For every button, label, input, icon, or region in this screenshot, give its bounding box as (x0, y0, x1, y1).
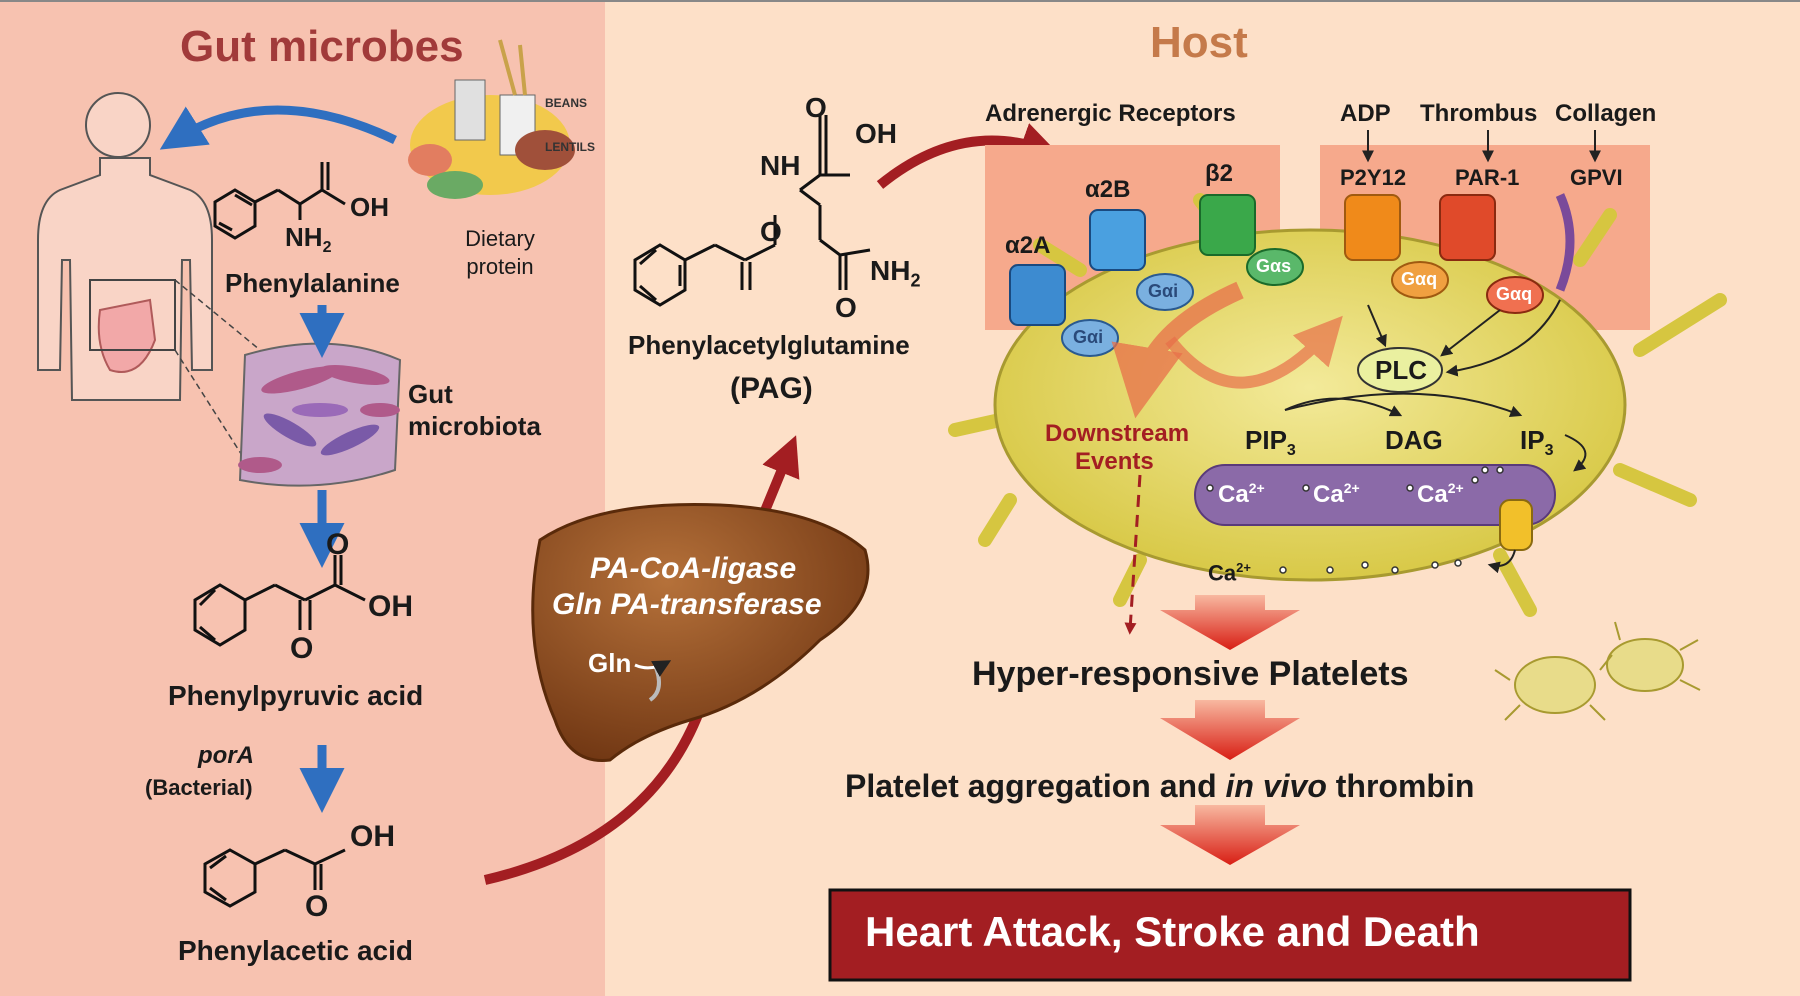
beans-label: BEANS (545, 96, 588, 110)
phe-oh: OH (350, 192, 389, 222)
gln-label: Gln (588, 648, 632, 678)
ppa-o1: O (290, 632, 314, 665)
pag-to-host-arrow (876, 123, 1061, 189)
pag-nh: NH (760, 150, 801, 181)
cytosol-ca: Ca2+ (1208, 560, 1251, 586)
receptor-b2-icon (1199, 194, 1256, 256)
g-protein-4-label: Gαq (1401, 269, 1438, 289)
pag-o2: O (760, 216, 782, 247)
enzyme2-label: Gln PA-transferase (552, 588, 822, 621)
par1-label: PAR-1 (1455, 165, 1520, 190)
gut-microbiota-label: Gut microbiota (408, 379, 541, 441)
receptor-a2b-icon (1089, 209, 1146, 271)
host-title: Host (1150, 18, 1248, 67)
er-ca-2: Ca2+ (1313, 480, 1360, 508)
pag-oh: OH (855, 118, 897, 149)
ppa-oh: OH (368, 590, 413, 623)
downstream-label: Downstream (1045, 420, 1190, 447)
human-body-icon (37, 92, 213, 401)
events-label: Events (1075, 448, 1154, 475)
adrenergic-receptors-label: Adrenergic Receptors (985, 100, 1236, 127)
g-protein-5-label: Gαq (1496, 284, 1533, 304)
plc-node (1357, 347, 1443, 393)
enzyme1-label: PA-CoA-ligase (590, 552, 797, 585)
er-ca-3: Ca2+ (1417, 480, 1464, 508)
activated-platelets-icon (1494, 621, 1701, 721)
ppa-o2: O (326, 528, 350, 561)
receptor-a2a-label: α2A (1005, 232, 1051, 259)
liver-icon (531, 502, 870, 762)
phe-nh2: NH2 (285, 222, 332, 257)
phenylacetic-structure (203, 848, 346, 908)
receptor-p2y12-icon (1344, 194, 1401, 261)
pag-o3: O (835, 292, 857, 323)
lentils-label: LENTILS (545, 140, 595, 154)
outcome-box (828, 888, 1632, 982)
phenylalanine-label: Phenylalanine (225, 268, 400, 298)
receptor-gpvi-icon (1555, 193, 1575, 292)
calcium-dots (1206, 466, 1504, 574)
pip3-label: PIP3 (1245, 425, 1296, 460)
plc-label: PLC (1375, 355, 1427, 385)
g-protein-5 (1486, 276, 1544, 314)
g-protein-1-label: Gαi (1073, 327, 1104, 347)
g-protein-2 (1136, 273, 1194, 311)
paa-oh: OH (350, 820, 395, 853)
down-arrow-3 (1160, 805, 1300, 865)
dag-label: DAG (1385, 425, 1443, 455)
g-protein-2-label: Gαi (1148, 281, 1179, 301)
receptor-par1-icon (1439, 194, 1496, 261)
p2y12-label: P2Y12 (1340, 165, 1407, 190)
phenylpyruvic-acid-label: Phenylpyruvic acid (168, 680, 424, 711)
g-protein-3 (1246, 248, 1304, 286)
g-protein-4 (1391, 261, 1449, 299)
aggregation-label: Platelet aggregation and in vivo thrombi… (845, 768, 1475, 804)
pag-o: O (805, 92, 827, 123)
receptor-a2b-label: α2B (1085, 176, 1131, 203)
gpvi-label: GPVI (1570, 165, 1623, 190)
g-protein-1 (1061, 319, 1119, 357)
dietary-protein-label: Dietary protein (465, 226, 535, 279)
collagen-label: Collagen (1555, 100, 1657, 127)
down-arrow-2 (1160, 700, 1300, 760)
downstream-arrow (1124, 474, 1142, 635)
diet-arrow (159, 105, 397, 150)
outcome-label: Heart Attack, Stroke and Death (865, 908, 1480, 955)
phenylpyruvic-structure (193, 555, 366, 647)
ip3-label: IP3 (1520, 425, 1554, 460)
pag-abbrev: (PAG) (730, 372, 813, 405)
gut-microbiota-icon (238, 342, 402, 487)
pag-name: Phenylacetylglutamine (628, 330, 910, 360)
thrombus-label: Thrombus (1420, 100, 1538, 127)
gut-microbes-title: Gut microbes (180, 22, 464, 71)
receptor-b2-label: β2 (1205, 160, 1233, 187)
dietary-protein-icon (408, 39, 575, 199)
g-protein-3-label: Gαs (1256, 256, 1292, 276)
pag-structure (633, 115, 871, 307)
adp-label: ADP (1340, 100, 1391, 127)
bacterial-label: (Bacterial) (145, 775, 253, 800)
pag-nh2: NH2 (870, 255, 921, 291)
calcium-channel (1499, 499, 1533, 551)
pora-label: porA (198, 742, 254, 769)
er-ca-1: Ca2+ (1218, 480, 1265, 508)
paa-o: O (305, 890, 329, 923)
receptor-a2a-icon (1009, 264, 1066, 326)
phenylalanine-structure (213, 162, 346, 240)
down-arrow-1 (1160, 595, 1300, 650)
phenylacetic-acid-label: Phenylacetic acid (178, 935, 414, 966)
hyper-responsive-label: Hyper-responsive Platelets (972, 655, 1409, 693)
endoplasmic-reticulum (1194, 464, 1556, 526)
